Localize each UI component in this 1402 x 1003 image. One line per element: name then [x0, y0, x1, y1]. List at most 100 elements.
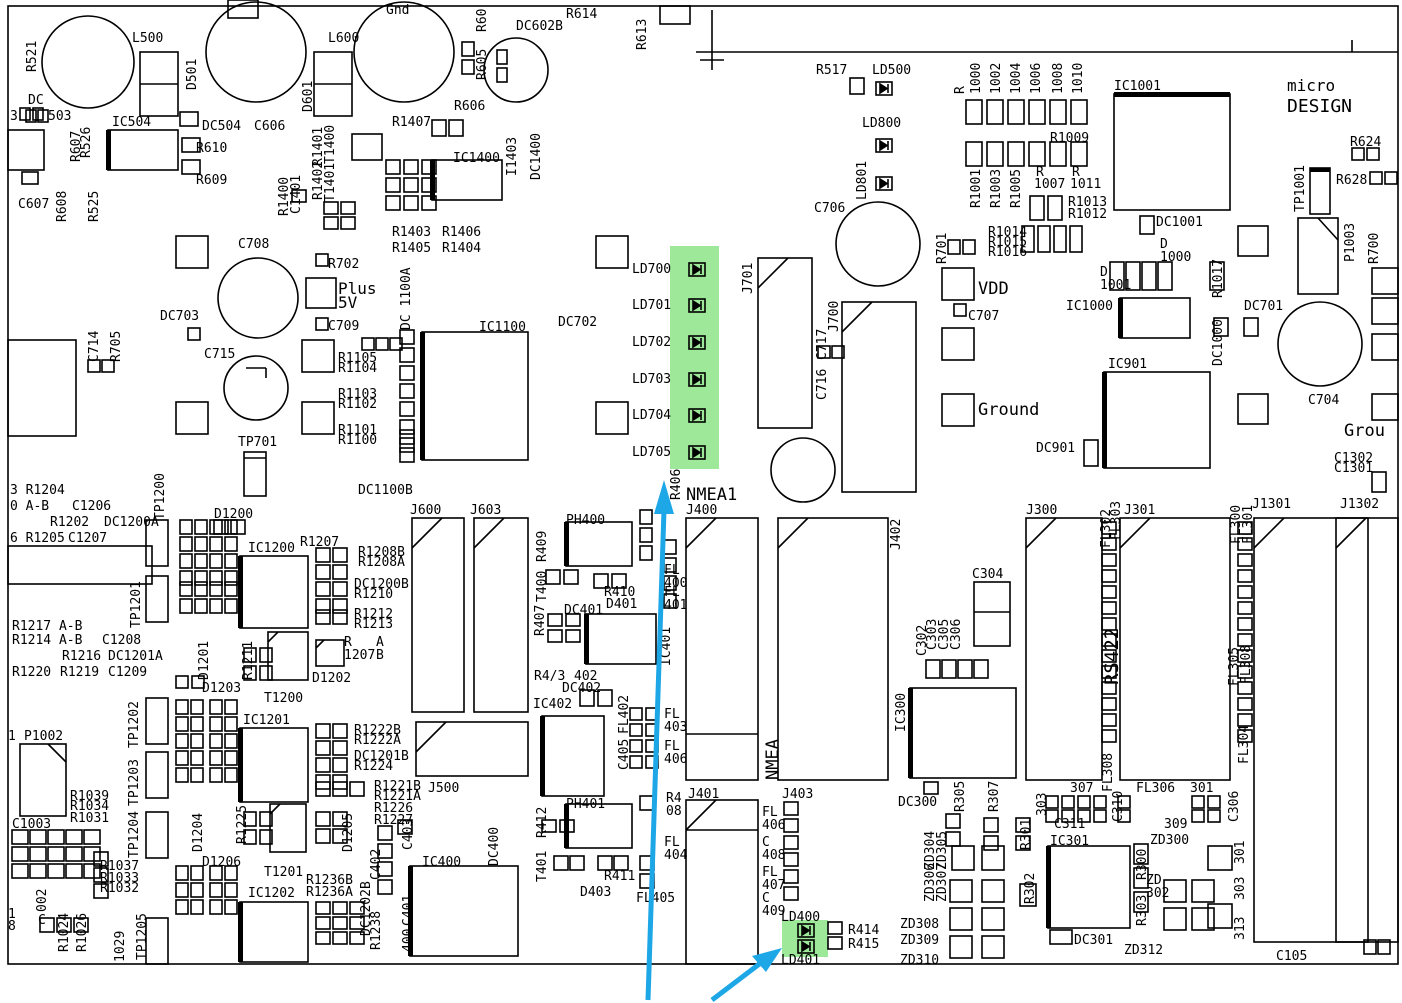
smd-pad [1101, 729, 1117, 743]
footprint [301, 401, 335, 435]
smd-pad [332, 581, 348, 597]
smd-pad [315, 723, 331, 739]
smd-pad [639, 509, 653, 525]
smd-pad [399, 401, 415, 417]
smd-pad [190, 767, 204, 783]
smd-pad [1093, 795, 1107, 809]
smd-pad [579, 689, 595, 707]
smd-pad [190, 733, 204, 749]
connector-notch [1025, 517, 1057, 549]
component-label: DC901 [1036, 441, 1075, 456]
smd-pad [145, 519, 169, 567]
smd-pad [1015, 817, 1031, 833]
component-label: R1105 [338, 351, 377, 366]
component-label: C1207 [68, 531, 107, 546]
smd-pad [957, 659, 973, 679]
smd-pad [1237, 681, 1253, 695]
led-outline [688, 445, 706, 460]
component-label: DC1400 [529, 133, 544, 180]
smd-pad [209, 581, 223, 597]
component-label: R1208A [358, 555, 405, 570]
smd-pad [1053, 225, 1067, 253]
smd-pad [179, 519, 193, 535]
component-label: R4/3 [534, 669, 565, 684]
smd-pad [553, 855, 569, 871]
smd-pad [83, 829, 101, 845]
footprint [941, 267, 975, 301]
smd-pad [1237, 713, 1253, 727]
component-label: TP1001 [1293, 165, 1308, 212]
pin1-marker [564, 804, 569, 848]
smd-pad [597, 855, 613, 871]
smd-pad [19, 107, 31, 121]
footprint [473, 517, 529, 713]
component-label: DC1201A [108, 649, 163, 664]
component-label: R300 [1135, 849, 1150, 880]
component-label: R414 [848, 923, 879, 938]
smd-pad [613, 855, 629, 871]
component-label: R410 [604, 585, 635, 600]
smd-pad [332, 931, 348, 945]
smd-pad [663, 593, 677, 609]
component-label: R1009 [1050, 131, 1089, 146]
smd-pad [29, 829, 47, 845]
smd-pad [145, 917, 169, 965]
smd-pad [230, 519, 246, 535]
smd-pad [145, 575, 169, 623]
smd-pad [224, 536, 238, 552]
smd-pad [194, 536, 208, 552]
component-label: ZD308 [900, 917, 939, 932]
component-label: R1031 [70, 811, 109, 826]
component-label: D401 [606, 597, 637, 612]
component-label: R412 [535, 807, 550, 838]
component-label: 303 [1233, 877, 1248, 900]
smd-pad [190, 882, 204, 898]
smd-pad [179, 111, 199, 127]
smd-pad [1028, 141, 1046, 167]
smd-pad [332, 723, 348, 739]
component-label: R1222A [354, 733, 401, 748]
component-label: R700 [1367, 233, 1382, 264]
component-label: D1206 [202, 855, 241, 870]
smd-pad [1371, 267, 1399, 295]
smd-pad [1101, 665, 1117, 679]
component-label: R610 [196, 141, 227, 156]
ic-label-ic901: IC901 [1108, 357, 1147, 372]
smd-pad [291, 189, 307, 203]
smd-pad [783, 835, 799, 850]
smd-pad [181, 159, 201, 175]
component-label: 002 [35, 889, 50, 912]
smd-pad [175, 899, 189, 915]
component-label: DC301 [1074, 933, 1113, 948]
smd-pad [1101, 521, 1117, 535]
trace-line [1335, 517, 1367, 549]
pin1-marker [540, 716, 545, 796]
trace-line [315, 639, 325, 649]
pin1-marker [238, 902, 243, 962]
capacitor-outline [41, 15, 135, 109]
smd-pad [1237, 633, 1253, 647]
plus-pad-label: Plus [338, 279, 377, 298]
smd-pad [1117, 809, 1131, 823]
component-label: ZD312 [1124, 943, 1163, 958]
component-label: Gnd [386, 3, 409, 18]
smd-pad [259, 829, 273, 845]
smd-pad [56, 917, 72, 933]
smd-pad [981, 845, 1005, 871]
component-label: FL303 [1109, 501, 1124, 540]
component-label: C1208 [102, 633, 141, 648]
led-symbol [801, 924, 811, 937]
component-label: R [1036, 165, 1044, 180]
component-label: 303 [1035, 793, 1050, 816]
component-label: R1101 [338, 423, 377, 438]
trace-line [1317, 217, 1339, 241]
component-label: C709 [328, 319, 359, 334]
component-label: R1015 [988, 235, 1027, 250]
smd-pad [629, 707, 643, 721]
smd-pad [565, 629, 581, 643]
component-label: ZD309 [900, 933, 939, 948]
smd-pad [209, 598, 223, 614]
led-outline [688, 335, 706, 350]
